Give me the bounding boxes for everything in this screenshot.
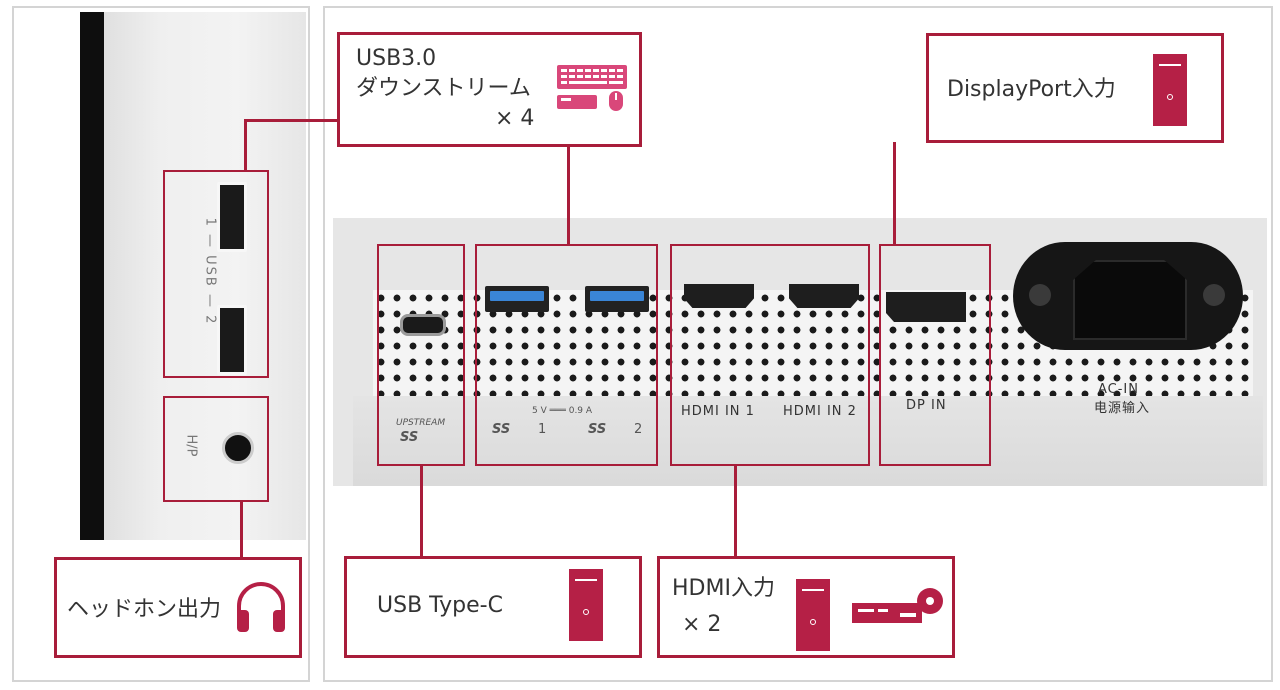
- ac-label-line1: AC-IN: [1098, 382, 1139, 397]
- power-spec-label: 5 V ═══ 0.9 A: [532, 406, 593, 416]
- label-strip: [353, 396, 1263, 486]
- highlight-headphone: [163, 396, 269, 502]
- ac-screw-right: [1203, 284, 1225, 306]
- callout-displayport: DisplayPort入力: [926, 33, 1224, 143]
- ac-inlet: [1013, 242, 1243, 350]
- usb-downstream-line3: × 4: [495, 106, 535, 131]
- displayport-text: DisplayPort入力: [947, 77, 1116, 102]
- ss1-prefix: SS: [492, 422, 511, 437]
- dvd-player-icon: [850, 587, 946, 629]
- headphone-jack: [222, 432, 254, 464]
- usb-a-port-2: [585, 286, 649, 312]
- connector-usb-side-v: [244, 119, 247, 171]
- ss2-number: 2: [634, 422, 643, 437]
- monitor-bezel-edge: [80, 12, 104, 540]
- ss1-number: 1: [538, 422, 547, 437]
- headphones-icon: [233, 580, 289, 636]
- hdmi-line1: HDMI入力: [672, 576, 775, 601]
- upstream-label: UPSTREAM: [396, 418, 446, 428]
- dp-label: DP IN: [906, 398, 947, 413]
- callout-usb-typec: USB Type-C: [344, 556, 642, 658]
- headphone-text: ヘッドホン出力: [67, 597, 222, 622]
- usb-port-1: [217, 182, 247, 252]
- connector-usb-c: [420, 465, 423, 557]
- side-panel: 1 — USB — 2 H/P: [12, 6, 310, 682]
- connector-displayport: [893, 142, 896, 245]
- ac-screw-left: [1029, 284, 1051, 306]
- usb-downstream-line1: USB3.0: [356, 46, 437, 71]
- connector-headphone: [240, 500, 243, 560]
- pc-tower-icon: [796, 579, 830, 651]
- side-photo: 1 — USB — 2 H/P: [80, 12, 306, 540]
- usb-c-port: [400, 314, 446, 336]
- highlight-hdmi: [670, 244, 870, 466]
- usb-a-port-1: [485, 286, 549, 312]
- usb-typec-text: USB Type-C: [377, 593, 503, 618]
- hdmi2-label: HDMI IN 2: [783, 404, 857, 419]
- highlight-usb-c: [377, 244, 465, 466]
- highlight-usb-a: [475, 244, 658, 466]
- ac-socket: [1073, 260, 1187, 340]
- ss2-prefix: SS: [588, 422, 607, 437]
- hdmi-line2: × 2: [682, 612, 722, 637]
- callout-headphone: ヘッドホン出力: [54, 557, 302, 658]
- rear-photo: [333, 218, 1267, 486]
- ss-upstream-label: SS: [400, 430, 419, 445]
- dp-port: [886, 292, 966, 322]
- callout-hdmi: HDMI入力 × 2: [657, 556, 955, 658]
- pc-tower-icon: [569, 569, 603, 641]
- callout-usb-downstream: USB3.0 ダウンストリーム × 4: [337, 32, 642, 147]
- highlight-usb-side: [163, 170, 269, 378]
- hdmi1-label: HDMI IN 1: [681, 404, 755, 419]
- connector-hdmi: [734, 465, 737, 557]
- usb-port-2: [217, 305, 247, 375]
- connector-usb-side-h: [244, 119, 339, 122]
- pc-tower-icon: [1153, 54, 1187, 126]
- hdmi-port-1: [684, 284, 754, 308]
- hdmi-port-2: [789, 284, 859, 308]
- connector-usb-downstream: [567, 145, 570, 245]
- ac-label-line2: 电源输入: [1094, 401, 1151, 416]
- keyboard-mouse-icon: [555, 63, 629, 111]
- highlight-dp: [879, 244, 991, 466]
- usb-downstream-line2: ダウンストリーム: [356, 76, 531, 101]
